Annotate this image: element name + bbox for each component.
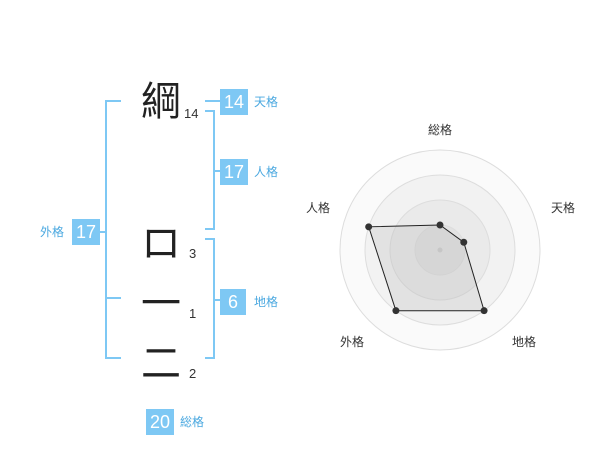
radar-point-3 [480,307,488,315]
chikaku-connector [213,299,220,301]
radar-center [437,247,443,253]
chikaku-bracket-bottom [205,357,215,359]
radar-point-1 [436,221,444,229]
tenkaku-bracket-top [205,100,220,102]
gaikaku-bracket-bottom [105,357,121,359]
chikaku-value: 6 [220,289,246,315]
soukaku-label: 総格 [180,415,205,429]
tenkaku-label: 天格 [254,95,279,109]
name-char-3: 一 [141,281,181,327]
stroke-count-2: 3 [189,246,197,261]
axis-label-tenkaku: 天格 [551,200,575,215]
radar-point-4 [392,307,400,315]
stroke-count-3: 1 [189,306,197,321]
chikaku-bracket-top [205,238,215,240]
gaikaku-bracket-top [105,100,121,102]
radar-data-shape [368,224,485,312]
jinkaku-value: 17 [220,159,248,185]
tenkaku-value: 14 [220,89,248,115]
radar-point-2 [460,238,468,246]
gaikaku-label: 外格 [40,225,65,239]
axis-label-soukaku: 総格 [428,122,452,137]
soukaku-value: 20 [146,409,174,435]
axis-label-gaikaku: 外格 [340,334,364,349]
radar-point-5 [365,223,373,231]
chikaku-label: 地格 [254,295,279,309]
radar-points [365,221,488,315]
name-char-1: 綱 [141,79,181,125]
axis-label-jinkaku: 人格 [306,200,330,215]
stroke-count-4: 2 [189,366,197,381]
gaikaku-value: 17 [72,219,100,245]
gaikaku-bracket-vertical [105,100,107,359]
jinkaku-bracket-top [205,110,215,112]
name-char-2: ロ [141,221,181,267]
jinkaku-connector [213,170,220,172]
gaikaku-bracket-mid [105,297,121,299]
chikaku-bracket-vertical [213,238,215,359]
stroke-count-1: 14 [184,106,199,121]
axis-label-chikaku: 地格 [512,334,536,349]
jinkaku-bracket-bottom [205,228,215,230]
gaikaku-connector [100,231,106,233]
name-char-4: 二 [141,341,181,387]
jinkaku-label: 人格 [254,165,279,179]
